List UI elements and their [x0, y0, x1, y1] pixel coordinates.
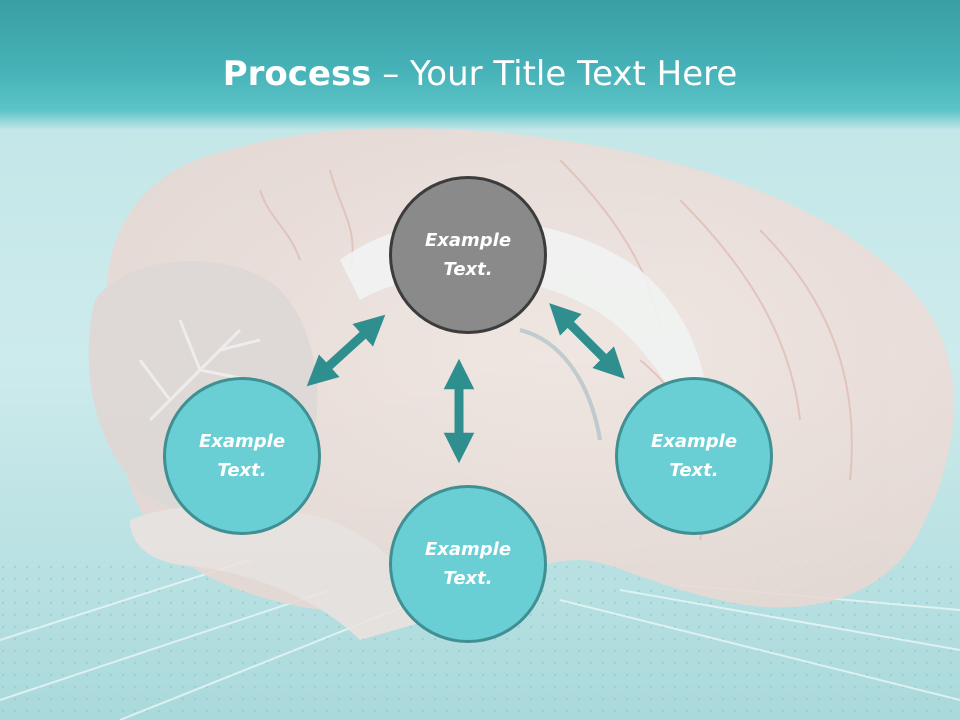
left-node-text: Example Text. — [198, 431, 286, 481]
title-rest: – Your Title Text Here — [371, 54, 738, 94]
right-node: Example Text. — [615, 377, 773, 535]
center-node: Example Text. — [389, 176, 547, 334]
arrow-center-right — [549, 303, 625, 379]
arrow-center-left — [306, 314, 386, 387]
bottom-node-text: Example Text. — [424, 539, 512, 589]
header-band — [0, 0, 960, 130]
left-node: Example Text. — [163, 377, 321, 535]
right-node-text: Example Text. — [650, 431, 738, 481]
bottom-node: Example Text. — [389, 485, 547, 643]
center-node-text: Example Text. — [424, 230, 512, 280]
title-bold: Process — [222, 54, 372, 94]
slide-title: Process – Your Title Text Here — [0, 52, 960, 96]
